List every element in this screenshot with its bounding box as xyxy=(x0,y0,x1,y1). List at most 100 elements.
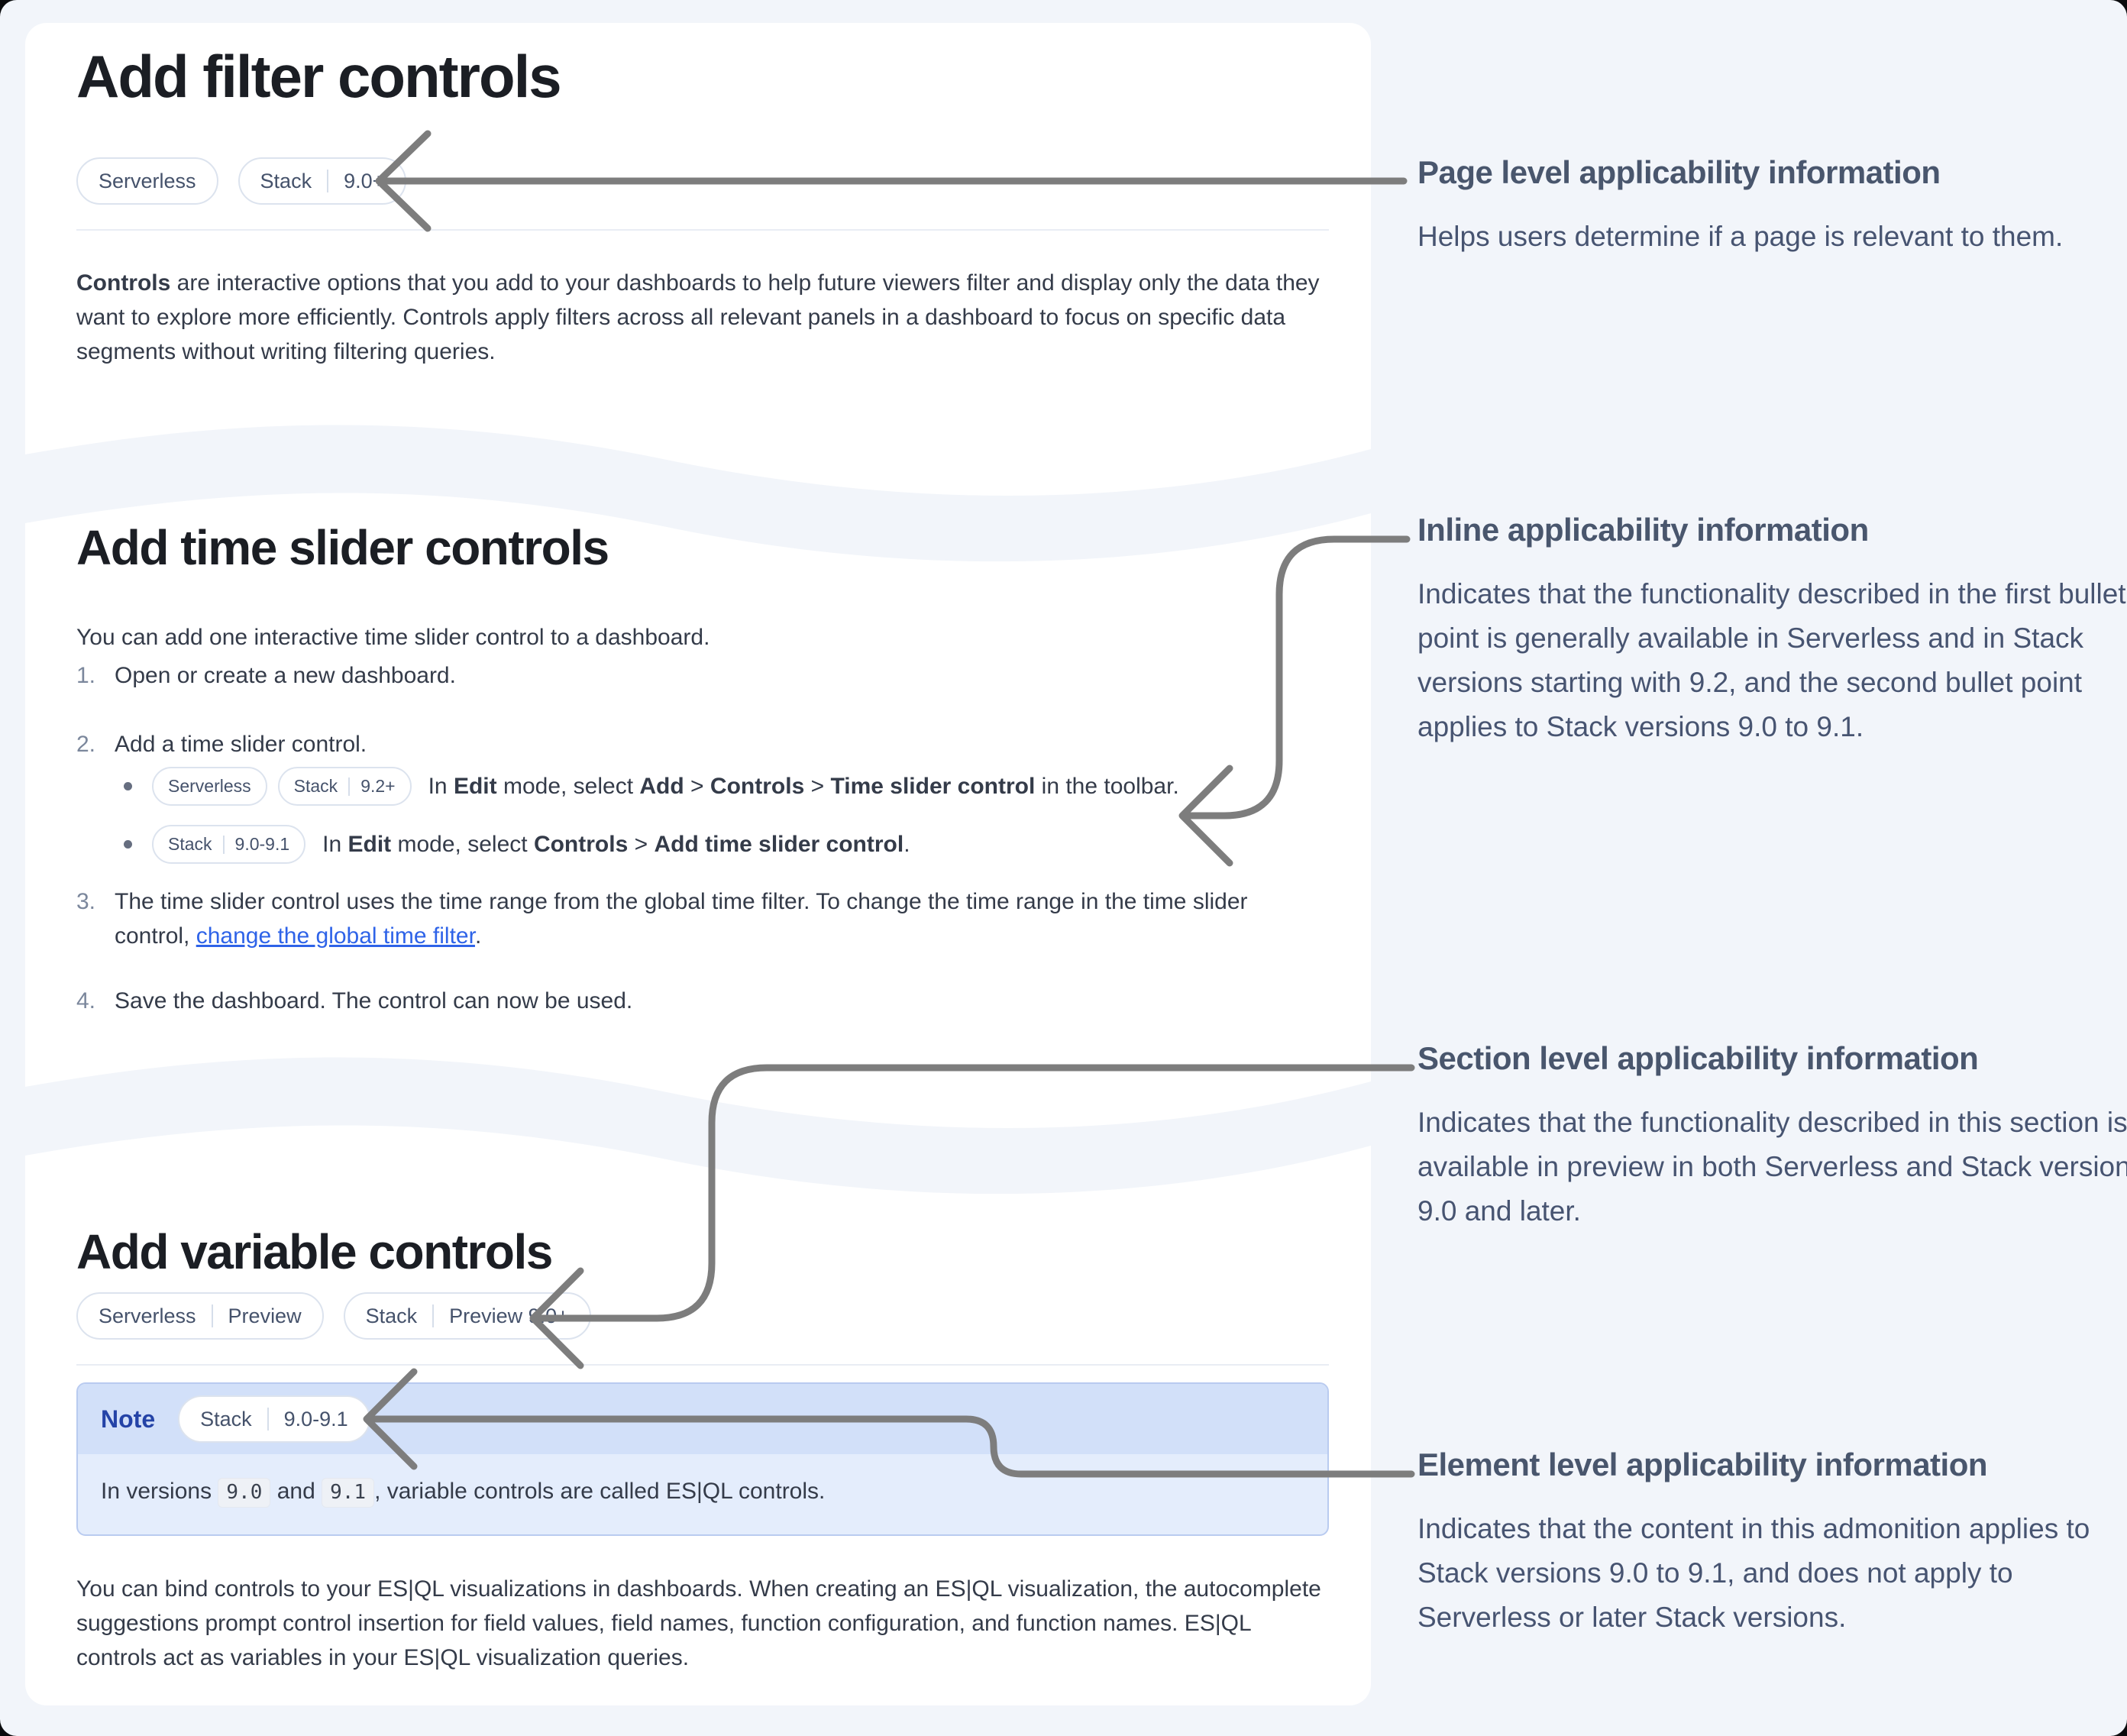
text-run: and xyxy=(270,1479,322,1504)
section-title-variable-controls: Add variable controls xyxy=(76,1224,553,1279)
text-run: Time slider control xyxy=(830,773,1036,799)
badge-text: Serverless xyxy=(168,776,251,796)
text-run: In versions xyxy=(101,1479,218,1504)
badge-divider xyxy=(432,1304,435,1327)
annotation-section-level: Section level applicability information … xyxy=(1417,1039,2127,1233)
text-run: In xyxy=(428,773,454,799)
note-body: In versions 9.0 and 9.1, variable contro… xyxy=(78,1454,1327,1534)
text-run: mode, select xyxy=(496,773,640,799)
divider xyxy=(76,1364,1329,1366)
step-number: 1. xyxy=(76,663,96,688)
annotation-body: Helps users determine if a page is relev… xyxy=(1417,220,2064,252)
step-number: 2. xyxy=(76,732,96,757)
annotation-body: Indicates that the functionality describ… xyxy=(1417,577,2126,742)
text-run: Edit xyxy=(347,831,392,857)
list-item: 3. The time slider control uses the time… xyxy=(76,884,1298,953)
applicability-badge: Stack 9.0+ xyxy=(238,157,407,205)
annotation-body: Indicates that the content in this admon… xyxy=(1417,1512,2090,1633)
text-run: Controls xyxy=(710,773,805,799)
annotation-page-level: Page level applicability information Hel… xyxy=(1417,153,2127,259)
section-title-time-slider: Add time slider controls xyxy=(76,520,609,575)
time-slider-lead: You can add one interactive time slider … xyxy=(76,625,710,650)
annotation-inline-level: Inline applicability information Indicat… xyxy=(1417,510,2127,749)
badge-text: Stack xyxy=(365,1304,418,1327)
applicability-badge: Serverless Preview xyxy=(76,1292,324,1340)
badge-text: Serverless xyxy=(99,1304,196,1327)
badge-divider xyxy=(211,1304,213,1327)
list-item: 1. Open or create a new dashboard. xyxy=(76,658,1298,693)
badge-text: Stack xyxy=(260,169,312,192)
text-run: > xyxy=(804,773,831,799)
text-run: The time slider control uses the time ra… xyxy=(115,889,1248,949)
annotation-body: Indicates that the functionality describ… xyxy=(1417,1106,2127,1227)
text-run: Open or create a new dashboard. xyxy=(115,663,456,688)
badge-text: Stack xyxy=(293,776,338,796)
step-text: The time slider control uses the time ra… xyxy=(115,884,1298,953)
bullet-text: In Edit mode, select Add > Controls > Ti… xyxy=(428,774,1179,800)
page-badges: Serverless Stack 9.0+ xyxy=(76,157,407,205)
applicability-badge: Stack Preview 9.0+ xyxy=(343,1292,591,1340)
inline-link[interactable]: change the global time filter xyxy=(196,923,475,949)
badge-text: Stack xyxy=(200,1407,252,1431)
text-run: Controls xyxy=(533,831,629,857)
badge-divider xyxy=(267,1408,269,1431)
badge-text: 9.0-9.1 xyxy=(234,834,290,854)
badge-divider xyxy=(327,170,329,192)
badge-text: 9.0-9.1 xyxy=(283,1407,348,1431)
page-title: Add filter controls xyxy=(76,43,562,110)
step-number: 4. xyxy=(76,988,96,1013)
code-span: 9.1 xyxy=(322,1478,375,1508)
badge-text: 9.0+ xyxy=(344,169,385,192)
text-run: You can bind controls to your ES|QL visu… xyxy=(76,1576,1321,1670)
section-badges: Serverless Preview Stack Preview 9.0+ xyxy=(76,1292,591,1340)
note-header: Note Stack 9.0-9.1 xyxy=(78,1384,1327,1454)
applicability-badge: Serverless xyxy=(76,157,218,205)
text-run: > xyxy=(628,831,655,857)
text-run: are interactive options that you add to … xyxy=(76,270,1320,364)
text-run: Add time slider control xyxy=(654,831,904,857)
text-run: In xyxy=(322,831,348,857)
bullet-text: In Edit mode, select Controls > Add time… xyxy=(322,832,910,858)
text-run: Controls xyxy=(76,270,171,296)
badge-text: Preview 9.0+ xyxy=(449,1304,569,1327)
badge-divider xyxy=(348,777,351,796)
badge-text: Preview xyxy=(228,1304,302,1327)
divider xyxy=(76,229,1329,231)
text-run: Edit xyxy=(453,773,497,799)
text-run: in the toolbar. xyxy=(1035,773,1179,799)
list-item: 4. Save the dashboard. The control can n… xyxy=(76,984,1298,1018)
text-run: mode, select xyxy=(391,831,534,857)
step-text: Open or create a new dashboard. xyxy=(115,658,456,693)
badge-divider xyxy=(222,835,225,854)
text-run: > xyxy=(684,773,710,799)
annotation-title: Inline applicability information xyxy=(1417,512,1869,548)
badge-text: Serverless xyxy=(99,169,196,192)
annotation-element-level: Element level applicability information … xyxy=(1417,1445,2127,1640)
text-run: , variable controls are called ES|QL con… xyxy=(374,1479,826,1504)
text-run: Add a time slider control. xyxy=(115,732,367,757)
note-label: Note xyxy=(101,1405,156,1433)
step-number: 3. xyxy=(76,889,96,914)
bullet-icon xyxy=(124,840,132,849)
annotation-title: Section level applicability information xyxy=(1417,1040,1979,1076)
annotation-title: Page level applicability information xyxy=(1417,154,1941,190)
text-run: . xyxy=(903,831,910,857)
text-run: Save the dashboard. The control can now … xyxy=(115,988,633,1013)
text-run: Add xyxy=(639,773,684,799)
bullet-icon xyxy=(124,782,132,790)
applicability-badge: Stack 9.0-9.1 xyxy=(178,1395,370,1443)
note-badges: Stack 9.0-9.1 xyxy=(178,1395,370,1443)
list-item: 2. Add a time slider control. xyxy=(76,727,1298,761)
text-run: . xyxy=(474,923,482,949)
code-span: 9.0 xyxy=(218,1478,271,1508)
step-text: Save the dashboard. The control can now … xyxy=(115,984,632,1018)
applicability-badge: Serverless xyxy=(152,767,267,806)
annotation-title: Element level applicability information xyxy=(1417,1447,1988,1482)
